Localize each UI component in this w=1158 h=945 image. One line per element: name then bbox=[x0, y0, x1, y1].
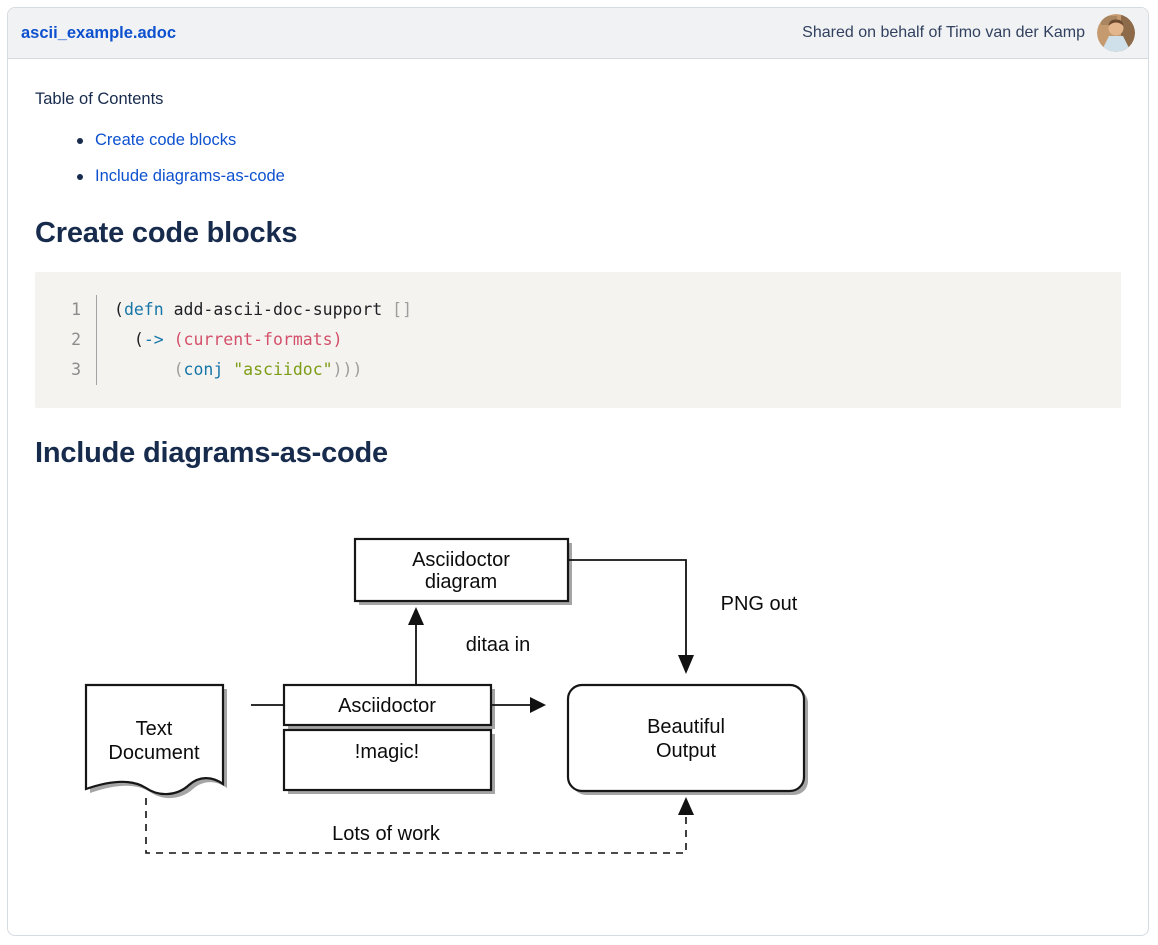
code-token: ( bbox=[114, 330, 144, 349]
code-token: "asciidoc" bbox=[233, 360, 333, 379]
user-avatar[interactable] bbox=[1097, 14, 1135, 52]
code-token: [] bbox=[392, 300, 413, 319]
code-block: 1 (defn add-ascii-doc-support [] 2 (-> (… bbox=[35, 272, 1121, 408]
code-line: 1 (defn add-ascii-doc-support [] bbox=[35, 295, 1121, 325]
code-line-text: (-> (current-formats) bbox=[97, 325, 343, 355]
edge-label-ditaa-in: ditaa in bbox=[466, 634, 531, 656]
filename-link[interactable]: ascii_example.adoc bbox=[21, 23, 177, 42]
diagram-node-asciidoctor: Asciidoctor bbox=[282, 683, 493, 727]
shared-byline: Shared on behalf of Timo van der Kamp bbox=[802, 24, 1085, 41]
arrow-down-icon bbox=[678, 655, 694, 674]
node-label: Output bbox=[656, 740, 716, 762]
arrow-right-icon bbox=[530, 697, 546, 713]
line-number: 2 bbox=[35, 325, 97, 355]
code-line: 2 (-> (current-formats) bbox=[35, 325, 1121, 355]
toc-item: Include diagrams-as-code bbox=[77, 167, 1121, 186]
arrow-up-icon bbox=[408, 607, 424, 625]
node-label: Document bbox=[108, 742, 200, 764]
code-token: defn bbox=[123, 300, 164, 319]
code-token bbox=[114, 360, 174, 379]
code-token bbox=[223, 360, 233, 379]
code-token: -> bbox=[143, 330, 164, 349]
code-token: ( bbox=[173, 360, 184, 379]
code-token: ))) bbox=[332, 360, 363, 379]
diagram-node-beautiful-output: Beautiful Output bbox=[566, 683, 806, 793]
edge-label-png-out: PNG out bbox=[721, 593, 798, 615]
node-label: Text bbox=[136, 718, 173, 740]
node-label: Beautiful bbox=[647, 716, 725, 738]
document-body: Table of Contents Create code blocks Inc… bbox=[8, 90, 1148, 888]
heading-include-diagrams: Include diagrams-as-code bbox=[35, 437, 388, 469]
code-line: 3 (conj "asciidoc"))) bbox=[35, 355, 1121, 385]
line-number: 3 bbox=[35, 355, 97, 385]
arrow-up-dashed-icon bbox=[678, 797, 694, 815]
ditaa-diagram: Asciidoctor diagram Text Document Asciid… bbox=[56, 508, 846, 888]
avatar-photo-icon bbox=[1097, 14, 1135, 52]
line-number: 1 bbox=[35, 295, 97, 325]
toc-title: Table of Contents bbox=[35, 90, 164, 108]
code-token: ( bbox=[114, 300, 124, 319]
edge-png-out bbox=[568, 559, 687, 655]
diagram-node-text-document: Text Document bbox=[84, 683, 225, 796]
diagram-svg: Asciidoctor diagram Text Document Asciid… bbox=[84, 537, 808, 854]
diagram-node-magic: !magic! bbox=[282, 728, 493, 792]
node-label: !magic! bbox=[355, 741, 419, 763]
node-label: Asciidoctor bbox=[338, 695, 436, 717]
node-label: diagram bbox=[425, 571, 497, 593]
toc-link-include-diagrams[interactable]: Include diagrams-as-code bbox=[95, 167, 285, 185]
toc-link-create-code-blocks[interactable]: Create code blocks bbox=[95, 131, 237, 149]
diagram-node-asciidoctor-diagram: Asciidoctor diagram bbox=[353, 537, 570, 603]
toc-list: Create code blocks Include diagrams-as-c… bbox=[35, 131, 1121, 186]
code-token: add-ascii-doc-support bbox=[163, 300, 393, 319]
node-label: Asciidoctor bbox=[412, 549, 510, 571]
code-token: conj bbox=[183, 360, 224, 379]
code-line-text: (defn add-ascii-doc-support [] bbox=[97, 295, 412, 325]
file-card: ascii_example.adoc Shared on behalf of T… bbox=[7, 7, 1149, 936]
edge-lots-of-work bbox=[145, 798, 687, 854]
code-token bbox=[164, 330, 174, 349]
heading-create-code-blocks: Create code blocks bbox=[35, 217, 298, 249]
toc-item: Create code blocks bbox=[77, 131, 1121, 150]
edge-label-lots-of-work: Lots of work bbox=[332, 823, 441, 845]
code-line-text: (conj "asciidoc"))) bbox=[97, 355, 363, 385]
code-token: (current-formats) bbox=[173, 330, 343, 349]
file-header: ascii_example.adoc Shared on behalf of T… bbox=[8, 8, 1148, 59]
